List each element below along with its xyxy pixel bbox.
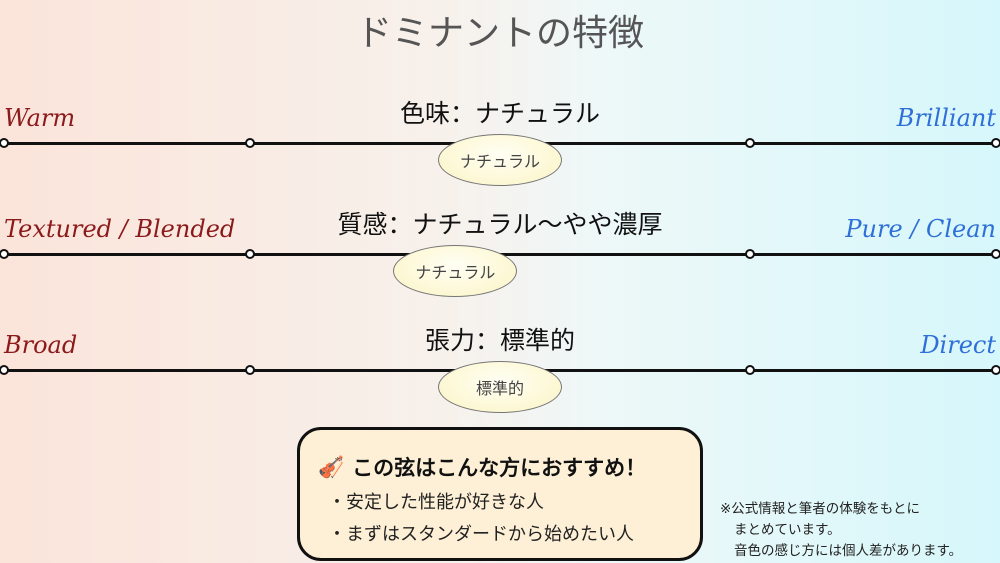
note-line: まとめています。 bbox=[734, 522, 841, 538]
scale-tick bbox=[745, 365, 755, 375]
scale-left-label: Warm bbox=[4, 104, 76, 132]
scale-tick bbox=[991, 138, 1000, 148]
page-title: ドミナントの特徴 bbox=[355, 13, 644, 54]
scale-tick bbox=[245, 249, 255, 259]
recommend-item: ・安定した性能が好きな人 bbox=[328, 492, 544, 513]
scale-tick bbox=[991, 365, 1000, 375]
scale-right-label: Direct bbox=[920, 331, 996, 359]
scale-marker: ナチュラル bbox=[438, 134, 562, 186]
scale-title: 質感：ナチュラル〜やや濃厚 bbox=[337, 210, 663, 239]
scale-tick bbox=[0, 365, 9, 375]
recommend-item: ・まずはスタンダードから始めたい人 bbox=[328, 524, 634, 545]
scale-title: 張力：標準的 bbox=[424, 326, 575, 355]
scale-tick bbox=[0, 138, 9, 148]
scale-right-label: Brilliant bbox=[896, 104, 996, 132]
scale-right-label: Pure / Clean bbox=[845, 215, 996, 243]
recommendation-box: 🎻 この弦はこんな方におすすめ！ ・安定した性能が好きな人 ・まずはスタンダードか… bbox=[297, 427, 703, 561]
scale-tick bbox=[245, 365, 255, 375]
scale-left-label: Textured / Blended bbox=[4, 215, 236, 243]
scale-marker: 標準的 bbox=[438, 361, 562, 413]
disclaimer-note: ※公式情報と筆者の体験をもとに まとめています。 音色の感じ方には個人差がありま… bbox=[720, 499, 962, 562]
scale-tick bbox=[245, 138, 255, 148]
scale-row: 張力：標準的 Broad Direct 標準的 bbox=[0, 321, 1000, 441]
scale-marker: ナチュラル bbox=[393, 245, 518, 297]
recommend-heading: この弦はこんな方におすすめ！ bbox=[352, 456, 647, 480]
note-line: ※公式情報と筆者の体験をもとに bbox=[720, 501, 921, 517]
note-line: 音色の感じ方には個人差があります。 bbox=[734, 543, 963, 559]
scale-title: 色味：ナチュラル bbox=[399, 99, 600, 128]
scale-tick bbox=[0, 249, 9, 259]
scale-tick bbox=[745, 249, 755, 259]
scale-row: 色味：ナチュラル Warm Brilliant ナチュラル bbox=[0, 94, 1000, 214]
scale-tick bbox=[991, 249, 1000, 259]
scale-left-label: Broad bbox=[4, 331, 78, 359]
scale-tick bbox=[745, 138, 755, 148]
violin-icon: 🎻 bbox=[318, 454, 345, 479]
scale-row: 質感：ナチュラル〜やや濃厚 Textured / Blended Pure / … bbox=[0, 205, 1000, 325]
